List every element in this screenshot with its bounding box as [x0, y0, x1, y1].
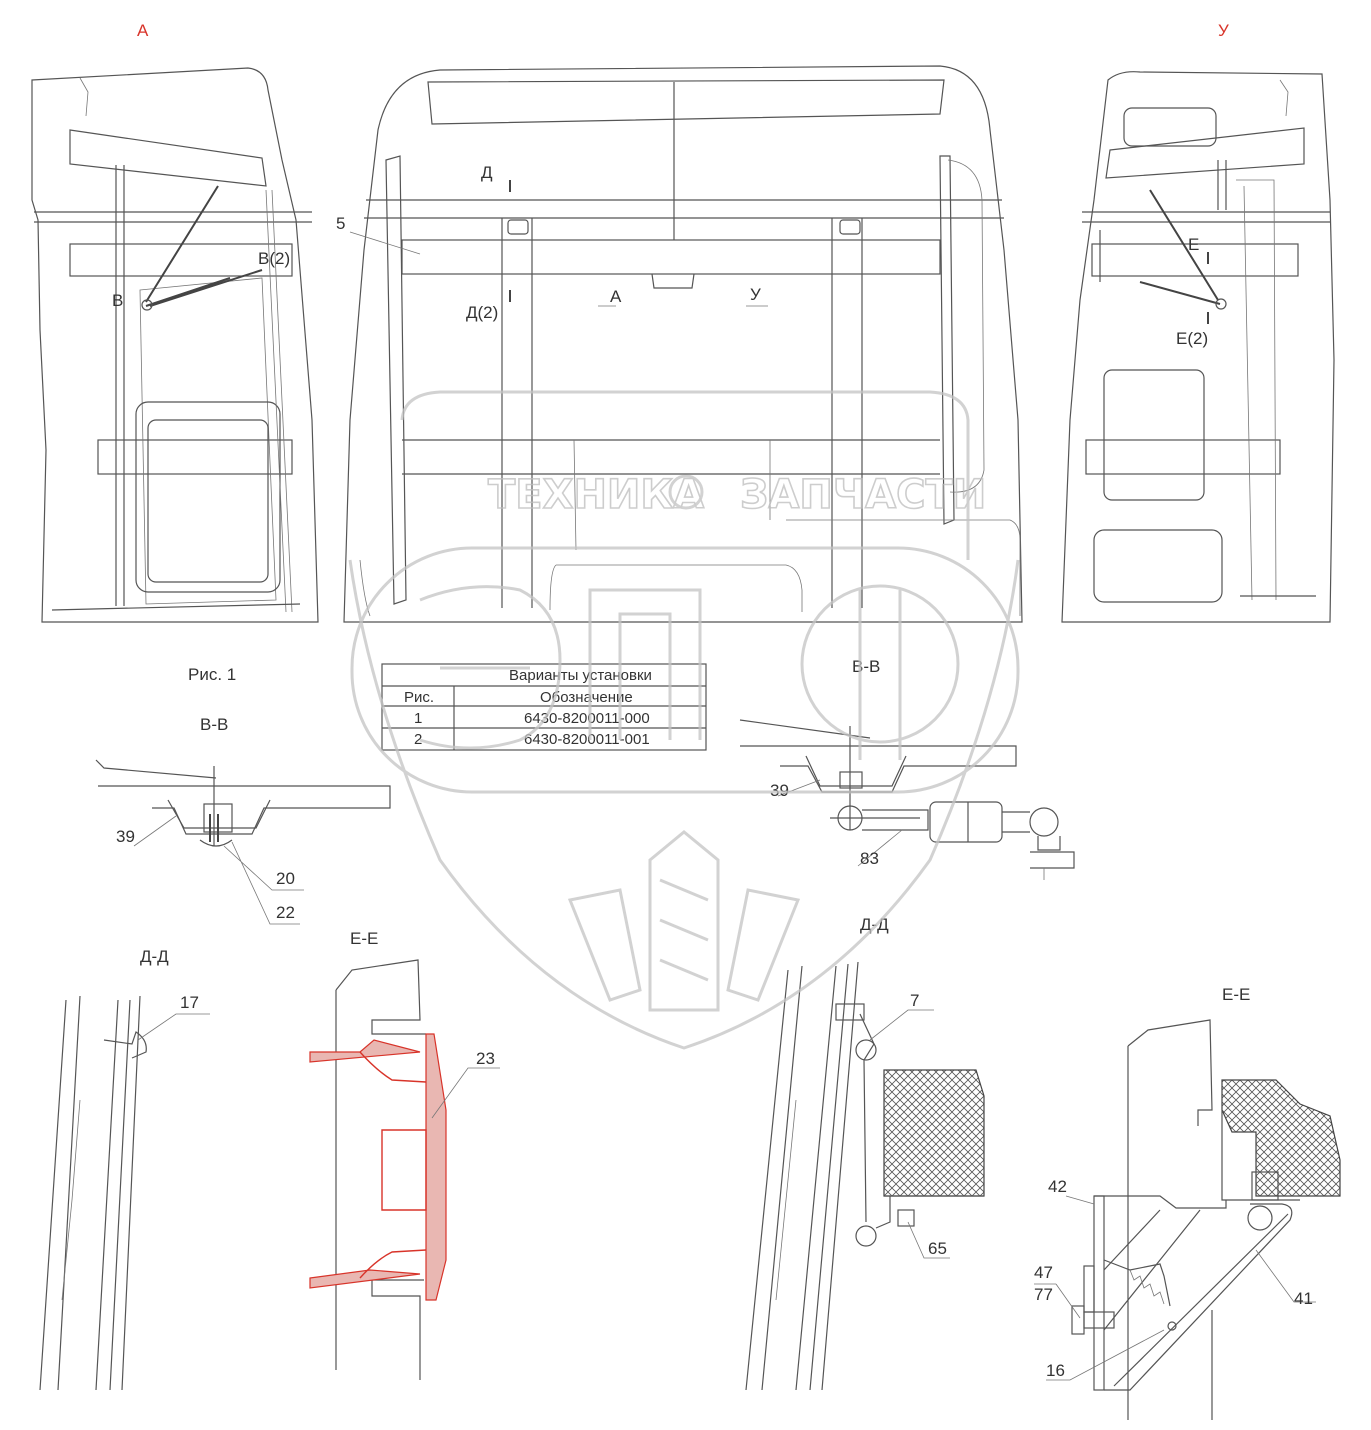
view-a-label: А — [137, 21, 149, 40]
section-ee-right: Е-Е 42 47 77 16 41 — [1034, 985, 1341, 1420]
marker-v2: В(2) — [258, 249, 290, 268]
marker-d2: Д(2) — [466, 303, 498, 322]
table-title: Варианты установки — [509, 667, 652, 684]
section-dd-left-title: Д-Д — [140, 947, 169, 966]
callout-7: 7 — [910, 991, 919, 1010]
section-ee-left-title: Е-Е — [350, 929, 378, 948]
section-ee-left: Е-Е 23 — [309, 929, 500, 1380]
callout-16: 16 — [1046, 1361, 1065, 1380]
callout-20: 20 — [276, 869, 295, 888]
view-front: 5 Д Д(2) А У — [336, 65, 1023, 623]
section-dd-right: Д-Д 7 65 — [745, 915, 985, 1391]
callout-22: 22 — [276, 903, 295, 922]
marker-v: В — [112, 291, 123, 310]
watermark: ТЕХНИКА ЗАПЧАСТИ — [348, 390, 1020, 1050]
callout-17: 17 — [180, 993, 199, 1012]
section-vv-left: В-В 39 20 22 — [95, 715, 391, 925]
table-col-fig: Рис. — [404, 689, 434, 706]
callout-39: 39 — [116, 827, 135, 846]
view-u-label: У — [1218, 21, 1229, 40]
callout-42: 42 — [1048, 1177, 1067, 1196]
callout-5: 5 — [336, 214, 345, 233]
view-u: У Е Е(2) — [1061, 21, 1335, 623]
callout-83: 83 — [860, 849, 879, 868]
section-vv-right-title: В-В — [852, 657, 880, 676]
section-dd-left: Д-Д 17 — [39, 947, 210, 1391]
figure-caption: Рис. 1 — [188, 665, 236, 684]
callout-77: 77 — [1034, 1285, 1053, 1304]
section-vv-left-title: В-В — [200, 715, 228, 734]
watermark-left-word: ТЕХНИКА — [488, 472, 704, 518]
section-ee-right-title: Е-Е — [1222, 985, 1250, 1004]
table-cell-fig: 1 — [414, 710, 422, 727]
table-cell-designation: 6430-8200011-000 — [524, 710, 650, 727]
table-col-designation: Обозначение — [540, 689, 633, 706]
marker-e2: Е(2) — [1176, 329, 1208, 348]
section-vv-right: В-В 39 83 — [739, 657, 1075, 880]
variants-table: Варианты установки Рис. Обозначение 1 64… — [381, 663, 707, 751]
table-cell-fig: 2 — [414, 731, 422, 748]
callout-47: 47 — [1034, 1263, 1053, 1282]
callout-41: 41 — [1294, 1289, 1313, 1308]
view-a: А В В(2) Рис. 1 — [31, 21, 319, 684]
callout-65: 65 — [928, 1239, 947, 1258]
marker-a: А — [610, 287, 622, 306]
watermark-right-word: ЗАПЧАСТИ — [740, 472, 986, 518]
marker-e: Е — [1188, 235, 1199, 254]
marker-d: Д — [481, 163, 493, 182]
table-cell-designation: 6430-8200011-001 — [524, 731, 650, 748]
marker-u: У — [750, 285, 761, 304]
callout-23: 23 — [476, 1049, 495, 1068]
